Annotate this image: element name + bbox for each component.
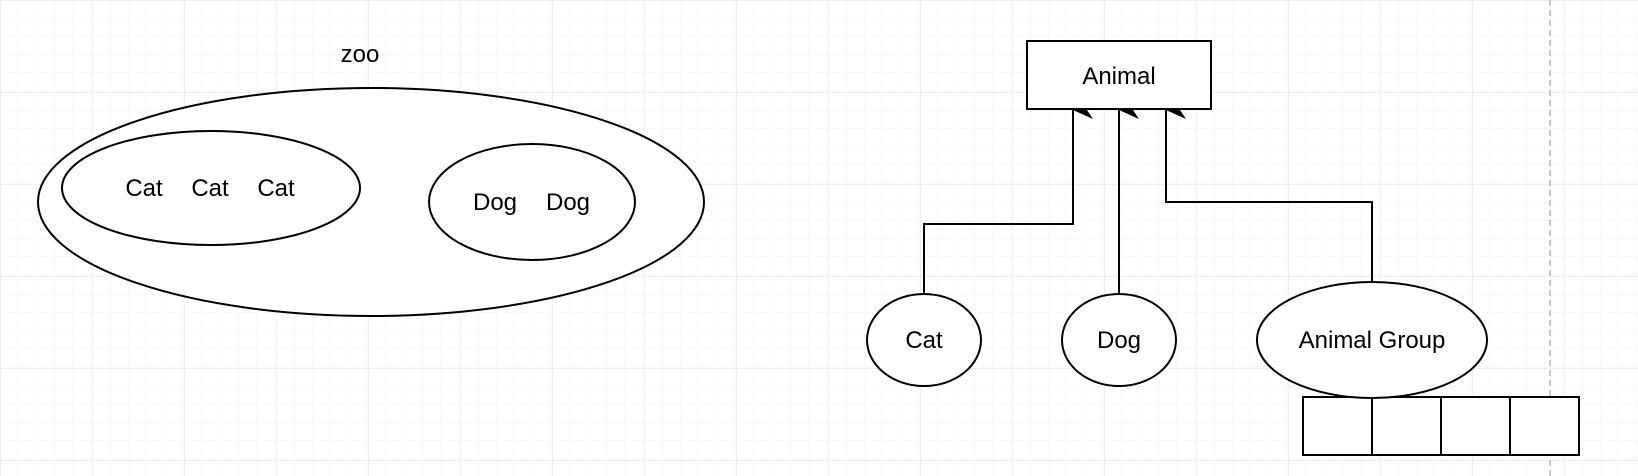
zoo-label[interactable]: zoo: [341, 41, 380, 68]
group-slot[interactable]: [1509, 396, 1580, 456]
cat-group-label-2[interactable]: Cat: [191, 175, 229, 202]
dog-group-label-2[interactable]: Dog: [546, 189, 590, 216]
edge-cat-to-animal[interactable]: [923, 101, 1093, 294]
animal-box[interactable]: [1026, 40, 1212, 110]
cat-group-ellipse[interactable]: [61, 130, 361, 246]
group-slot[interactable]: [1440, 396, 1511, 456]
group-slot[interactable]: [1371, 396, 1442, 456]
zoo-diagram: zoo Cat Cat Cat Dog Dog: [37, 41, 705, 317]
hierarchy-diagram: Animal Cat Dog Animal Group: [866, 40, 1580, 456]
cat-node[interactable]: [866, 293, 982, 387]
animal-label[interactable]: Animal: [1082, 63, 1155, 90]
dog-node[interactable]: [1061, 293, 1177, 387]
animal-group-slots: [1302, 396, 1580, 456]
dog-node-label[interactable]: Dog: [1097, 327, 1141, 354]
dog-group-ellipse[interactable]: [428, 143, 636, 261]
animal-group-node[interactable]: [1256, 281, 1488, 399]
edge-animal-group-to-animal[interactable]: [1165, 101, 1373, 282]
animal-group-label[interactable]: Animal Group: [1299, 327, 1446, 354]
cat-group-label-3[interactable]: Cat: [257, 175, 295, 202]
group-slot[interactable]: [1302, 396, 1373, 456]
cat-group-label-1[interactable]: Cat: [125, 175, 163, 202]
dog-group-label-1[interactable]: Dog: [473, 189, 517, 216]
cat-node-label[interactable]: Cat: [905, 327, 943, 354]
